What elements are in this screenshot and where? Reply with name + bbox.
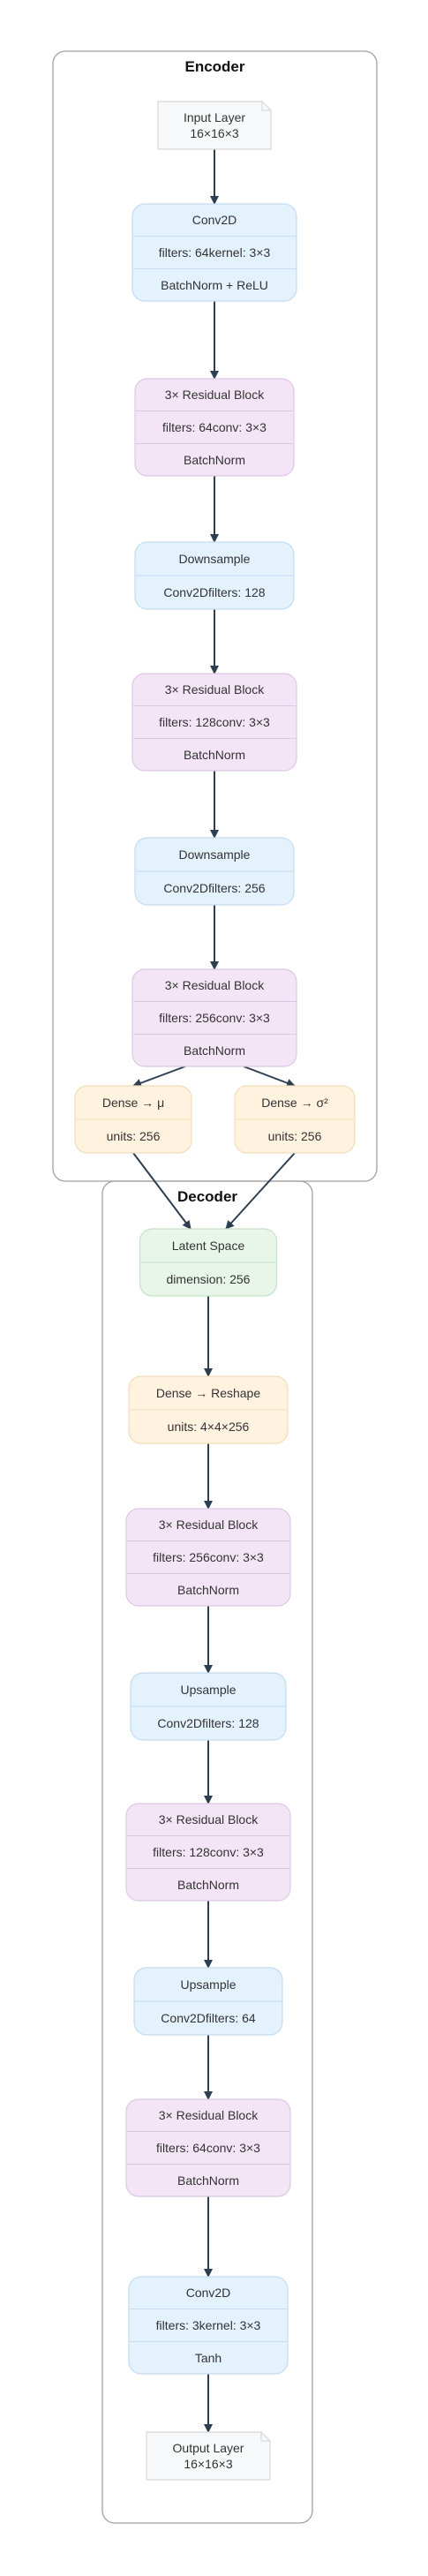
dec-up1-label-1: Upsample — [180, 1683, 236, 1697]
enc-res3-label-3: BatchNorm — [184, 1043, 245, 1058]
dec-res2-label-2: filters: 128conv: 3×3 — [153, 1845, 264, 1859]
enc-res2-node: 3× Residual Block filters: 128conv: 3×3Ba… — [131, 673, 297, 772]
dec-up2-label-2: Conv2Dfilters: 64 — [161, 2011, 256, 2025]
dec-res2-shape — [125, 1803, 291, 1902]
input-layer-fold — [261, 102, 271, 111]
decoder-cluster: Decoder — [101, 1180, 313, 2524]
enc-conv2d-label-1: Conv2D — [192, 213, 237, 227]
output-layer-label-1: Output Layer — [173, 2441, 244, 2455]
dense-mu-label-2: units: 256 — [107, 1129, 161, 1143]
dec-res1-shape — [125, 1508, 291, 1607]
dec-res2-label-3: BatchNorm — [177, 1878, 239, 1892]
enc-res1-label-3: BatchNorm — [184, 453, 245, 467]
dense-mu-node: Dense → μ units: 256 — [74, 1085, 192, 1154]
dec-conv2d-shape — [128, 2276, 289, 2375]
enc-res2-label-2: filters: 128conv: 3×3 — [159, 715, 270, 729]
output-layer-label-2: 16×16×3 — [184, 2457, 232, 2471]
dec-res2-node: 3× Residual Block filters: 128conv: 3×3Ba… — [125, 1803, 291, 1902]
input-layer-label-2: 16×16×3 — [190, 126, 238, 140]
enc-res2-shape — [131, 673, 297, 772]
dec-res3-label-2: filters: 64conv: 3×3 — [156, 2141, 260, 2155]
dec-reshape-node: Dense → Reshape units: 4×4×256 — [128, 1375, 289, 1444]
enc-down1-label-1: Downsample — [179, 552, 251, 566]
enc-res2-label-3: BatchNorm — [184, 748, 245, 762]
latent-label-1: Latent Space — [172, 1239, 245, 1253]
dense-mu-label-1: Dense → μ — [102, 1096, 164, 1110]
latent-label-2: dimension: 256 — [167, 1272, 251, 1286]
enc-res3-shape — [131, 968, 297, 1067]
decoder-cluster-border — [101, 1180, 313, 2524]
dec-res3-node: 3× Residual Block filters: 64conv: 3×3Bat… — [125, 2098, 291, 2197]
output-layer-shape — [146, 2431, 271, 2481]
dec-conv2d-label-3: Tanh — [195, 2351, 222, 2365]
output-layer-node: Output Layer 16×16×3 — [146, 2431, 271, 2481]
edge-enc-res3-to-dense-mu — [132, 1066, 186, 1088]
enc-res3-node: 3× Residual Block filters: 256conv: 3×3Ba… — [131, 968, 297, 1067]
input-layer-shape — [157, 101, 272, 150]
dec-up2-label-1: Upsample — [180, 1977, 236, 1992]
dec-reshape-label-1: Dense → Reshape — [156, 1386, 261, 1400]
dec-res1-node: 3× Residual Block filters: 256conv: 3×3Ba… — [125, 1508, 291, 1607]
dec-res3-shape — [125, 2098, 291, 2197]
dec-res2-label-1: 3× Residual Block — [159, 1812, 259, 1827]
enc-res1-label-2: filters: 64conv: 3×3 — [162, 420, 267, 434]
edge-dense-sigma-to-latent — [225, 1152, 296, 1230]
latent-node: Latent Space dimension: 256 — [139, 1228, 278, 1297]
input-layer-node: Input Layer 16×16×3 — [157, 101, 272, 150]
dec-res1-label-2: filters: 256conv: 3×3 — [153, 1550, 264, 1564]
edges-layer — [132, 149, 296, 2433]
dec-res3-label-1: 3× Residual Block — [159, 2108, 259, 2122]
dense-sigma-label-1: Dense → σ² — [261, 1096, 328, 1110]
edge-dense-mu-to-latent — [132, 1152, 191, 1230]
enc-res3-label-1: 3× Residual Block — [165, 978, 265, 992]
decoder-cluster-title: Decoder — [177, 1188, 237, 1205]
dense-sigma-node: Dense → σ² units: 256 — [234, 1085, 356, 1154]
enc-res3-label-2: filters: 256conv: 3×3 — [159, 1011, 270, 1025]
enc-down2-label-2: Conv2Dfilters: 256 — [163, 881, 265, 895]
enc-down1-label-2: Conv2Dfilters: 128 — [163, 585, 265, 599]
dec-res3-label-3: BatchNorm — [177, 2173, 239, 2188]
dec-conv2d-label-2: filters: 3kernel: 3×3 — [156, 2318, 261, 2332]
enc-res1-shape — [134, 378, 295, 477]
dec-reshape-label-2: units: 4×4×256 — [168, 1420, 250, 1434]
dec-res1-label-1: 3× Residual Block — [159, 1518, 259, 1532]
encoder-cluster-title: Encoder — [184, 58, 244, 75]
enc-down2-label-1: Downsample — [179, 847, 251, 862]
enc-conv2d-label-2: filters: 64kernel: 3×3 — [159, 245, 271, 260]
enc-res1-label-1: 3× Residual Block — [165, 388, 265, 402]
dec-conv2d-label-1: Conv2D — [186, 2286, 231, 2300]
enc-res1-node: 3× Residual Block filters: 64conv: 3×3Bat… — [134, 378, 295, 477]
input-layer-label-1: Input Layer — [184, 110, 245, 124]
enc-conv2d-label-3: BatchNorm + ReLU — [161, 278, 268, 292]
enc-conv2d-shape — [131, 203, 297, 302]
output-layer-fold — [260, 2432, 270, 2442]
dec-res1-label-3: BatchNorm — [177, 1583, 239, 1597]
dense-sigma-label-2: units: 256 — [268, 1129, 322, 1143]
enc-res2-label-1: 3× Residual Block — [165, 682, 265, 697]
dec-up1-label-2: Conv2Dfilters: 128 — [157, 1716, 259, 1730]
edge-enc-res3-to-dense-sigma — [243, 1066, 296, 1088]
